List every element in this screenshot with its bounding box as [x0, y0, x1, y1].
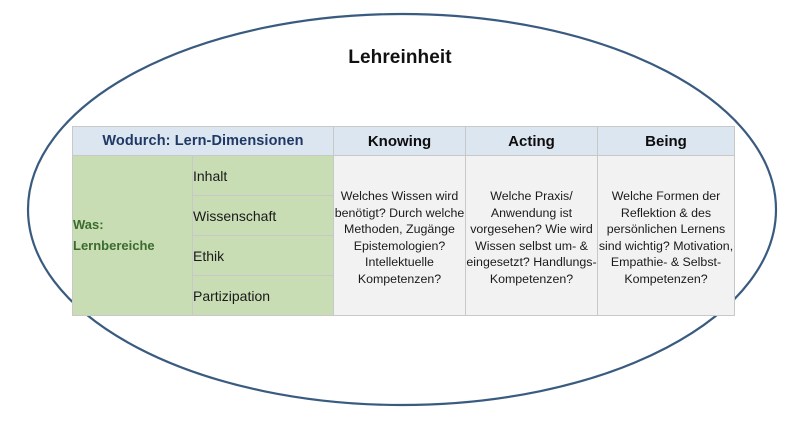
table-header-row: Wodurch: Lern-Dimensionen Knowing Acting…: [72, 126, 735, 156]
lernbereich-inhalt: Inhalt: [192, 155, 334, 196]
lernbereich-ethik: Ethik: [192, 235, 334, 276]
lernbereich-wissenschaft: Wissenschaft: [192, 195, 334, 236]
header-acting: Acting: [465, 126, 598, 156]
header-being: Being: [597, 126, 735, 156]
table-row: Ethik: [73, 235, 735, 276]
lernbereich-partizipation: Partizipation: [192, 275, 334, 316]
cell-knowing-text: Welches Wissen wird benötigt? Durch welc…: [334, 189, 465, 286]
cell-acting-text: Welche Praxis/ Anwendung ist vorgesehen?…: [466, 189, 597, 286]
cell-being-text: Welche Formen der Reflektion & des persö…: [598, 189, 734, 286]
ellipse-shape: [26, 12, 778, 407]
cell-knowing: Welches Wissen wird benötigt? Durch welc…: [333, 155, 466, 316]
table-row: Partizipation: [73, 275, 735, 316]
cell-being: Welche Formen der Reflektion & des persö…: [597, 155, 735, 316]
was-label-line2: Lernbereiche: [73, 237, 155, 253]
header-knowing: Knowing: [333, 126, 466, 156]
cell-acting: Welche Praxis/ Anwendung ist vorgesehen?…: [465, 155, 598, 316]
competency-matrix: Wodurch: Lern-Dimensionen Knowing Acting…: [72, 126, 735, 316]
header-wodurch: Wodurch: Lern-Dimensionen: [72, 126, 334, 156]
table-row: Was: Lernbereiche Inhalt Welches Wissen …: [72, 155, 735, 316]
was-label-line1: Was:: [73, 217, 104, 233]
diagram-title: Lehreinheit: [348, 47, 452, 68]
was-lernbereiche-label: Was: Lernbereiche: [72, 155, 193, 316]
